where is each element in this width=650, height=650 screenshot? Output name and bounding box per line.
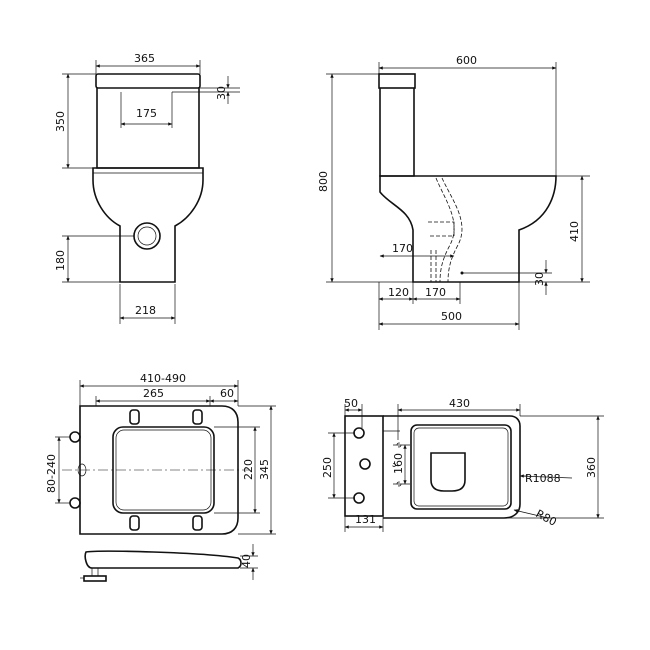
dim-fix-spacing: 160 (392, 453, 405, 474)
dim-thickness: 40 (240, 554, 253, 568)
dim-total-height: 800 (317, 171, 330, 192)
front-view: 365 350 175 30 180 218 (54, 52, 240, 324)
dim-radius-front: R1088 (525, 472, 561, 485)
cistern-lid (95, 73, 201, 89)
dim-wall-outlet: 120 (388, 286, 409, 299)
seat-inner (112, 426, 215, 514)
dim-base-depth: 500 (441, 310, 462, 323)
top-water-area (430, 452, 466, 492)
side-pan (379, 175, 557, 283)
dim-top-offset: 30 (215, 86, 228, 100)
top-pan (383, 415, 521, 519)
dim-pan-length: 430 (449, 397, 470, 410)
hinge-icon (69, 431, 81, 443)
side-cistern (378, 73, 416, 89)
dim-cistern-height: 350 (54, 111, 67, 132)
dim-inner-width: 220 (242, 459, 255, 480)
bowl-outline (92, 167, 204, 283)
top-cistern (344, 415, 384, 517)
dim-outer-width: 345 (258, 459, 271, 480)
dim-front-width: 365 (134, 52, 155, 65)
dim-overall-width: 360 (585, 457, 598, 478)
dim-seat-height: 410 (568, 221, 581, 242)
dim-radius-corner: R80 (534, 507, 559, 529)
top-lid (410, 424, 512, 510)
dim-cistern-width: 250 (321, 457, 334, 478)
side-view: 600 800 410 170 30 120 170 500 (317, 54, 590, 330)
dim-outlet-height: 180 (54, 250, 67, 271)
top-view: 50 430 250 160 360 R1088 R80 131 (321, 397, 604, 532)
dim-cistern-depth: 131 (355, 513, 376, 526)
dim-hinge-spacing: 265 (143, 387, 164, 400)
dim-hinge-range: 410-490 (140, 372, 186, 385)
dim-bolt-spacing: 175 (136, 107, 157, 120)
dim-base-width: 218 (135, 304, 156, 317)
dim-hinge-adjust: 80-240 (45, 454, 58, 493)
dim-outlet-width: 170 (425, 286, 446, 299)
dim-floor-offset: 30 (533, 272, 546, 286)
dim-outlet-offset: 170 (392, 242, 413, 255)
trap-path (435, 177, 455, 283)
seat-view: 410-490 265 60 80-240 220 345 40 (45, 372, 276, 582)
seat-profile (84, 550, 242, 569)
cistern-body (96, 88, 200, 169)
dim-tab-width: 60 (220, 387, 234, 400)
dim-cistern-offset: 50 (344, 397, 358, 410)
seat-outer (79, 405, 239, 535)
dim-depth: 600 (456, 54, 477, 67)
